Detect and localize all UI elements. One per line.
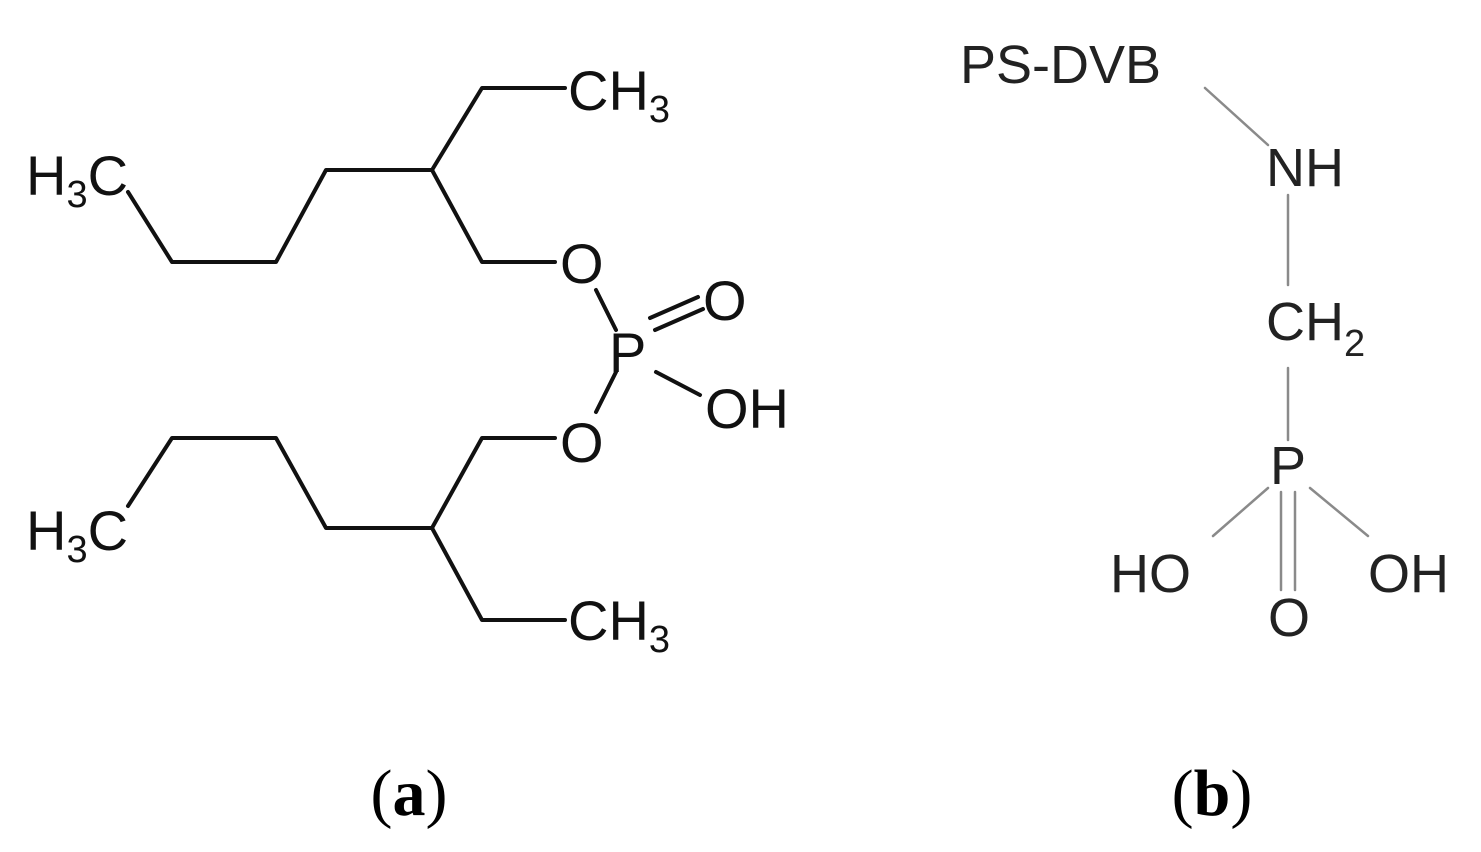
atom-oh-b: OH [1368, 544, 1449, 604]
atom-h3c-top: H3C [26, 144, 128, 216]
atom-p: P [609, 321, 646, 384]
bond-o-top-to-p [594, 288, 618, 332]
atom-ps-dvb: PS-DVB [960, 35, 1161, 95]
panel-label-b: (b) [1172, 757, 1253, 830]
bond-p-to-oh [1308, 486, 1370, 538]
structure-a: CH3 H3C O O P OH O H3C CH3 (a) [26, 59, 789, 830]
bond-lower-ethyl [430, 526, 567, 622]
bond-p-double-o-1 [648, 295, 700, 320]
structure-b: PS-DVB NH CH2 P HO OH O (b) [960, 35, 1449, 830]
atom-o-bottom: O [560, 411, 604, 474]
bond-upper-butyl [126, 168, 434, 264]
bond-lower-butyl [126, 436, 434, 530]
bond-p-to-oh [654, 370, 702, 397]
bond-o-bottom-to-p [594, 370, 618, 414]
atom-ho: HO [1110, 544, 1191, 604]
atom-oh: OH [705, 377, 789, 440]
bond-psdvb-to-nh [1203, 86, 1270, 147]
atom-p-b: P [1270, 436, 1306, 496]
atom-o-top: O [560, 232, 604, 295]
atom-h3c-bottom: H3C [26, 499, 128, 571]
bond-p-double-o-2 [653, 307, 705, 332]
structure-a-phosphate-bonds [594, 288, 705, 414]
atom-o-double: O [703, 269, 747, 332]
bond-upper-branch-to-ch2 [430, 168, 557, 264]
atom-ch2: CH2 [1266, 292, 1365, 365]
panel-label-a: (a) [371, 757, 448, 830]
structure-a-upper-chain-bonds [126, 86, 567, 264]
atom-nh: NH [1266, 138, 1344, 198]
atom-ch3-bottom: CH3 [568, 589, 670, 661]
structure-a-lower-chain-bonds [126, 436, 567, 622]
atom-ch3-top: CH3 [568, 59, 670, 131]
atom-o-b: O [1268, 588, 1310, 648]
bond-p-to-ho [1211, 486, 1270, 538]
structure-b-bonds [1203, 86, 1370, 592]
bond-upper-ethyl [430, 86, 567, 172]
bond-lower-ch2-to-branch [430, 436, 557, 530]
